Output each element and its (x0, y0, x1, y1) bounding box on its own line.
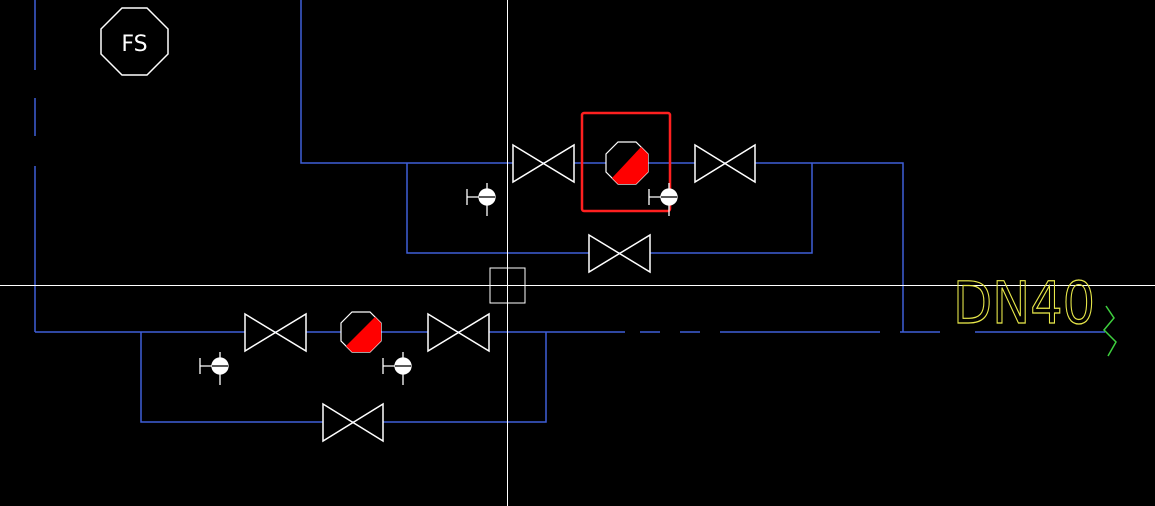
pressure-gauge-icon[interactable] (466, 183, 496, 216)
bowtie-valve-icon[interactable] (244, 312, 307, 353)
pressure-gauge-icon[interactable] (382, 352, 412, 385)
bowtie-valve-icon[interactable] (512, 143, 575, 184)
octagon-tag-icon (100, 7, 169, 76)
pressure-gauge-icon[interactable] (648, 183, 678, 216)
valves (244, 143, 756, 443)
gauges (199, 183, 678, 385)
pump-upper[interactable] (605, 141, 649, 185)
pressure-gauge-icon[interactable] (199, 352, 229, 385)
bowtie-valve-icon[interactable] (427, 312, 490, 353)
selection-highlight[interactable] (580, 111, 672, 213)
pump-fill (346, 317, 381, 352)
pump-fill (612, 147, 648, 184)
pipe-break-mark (1102, 305, 1117, 357)
upper-main-pipe (300, 0, 904, 332)
bowtie-valve-icon[interactable] (588, 233, 651, 274)
fs-badge-label: FS (121, 32, 147, 57)
bowtie-valve-icon[interactable] (322, 402, 384, 443)
pipe-network (34, 0, 1105, 423)
pipe-size-label[interactable]: DN40 (952, 268, 1095, 337)
pump-lower[interactable] (340, 311, 382, 353)
bowtie-valve-icon[interactable] (694, 143, 756, 184)
crosshair-pickbox[interactable] (489, 267, 526, 304)
fs-badge[interactable]: FS (100, 7, 169, 76)
